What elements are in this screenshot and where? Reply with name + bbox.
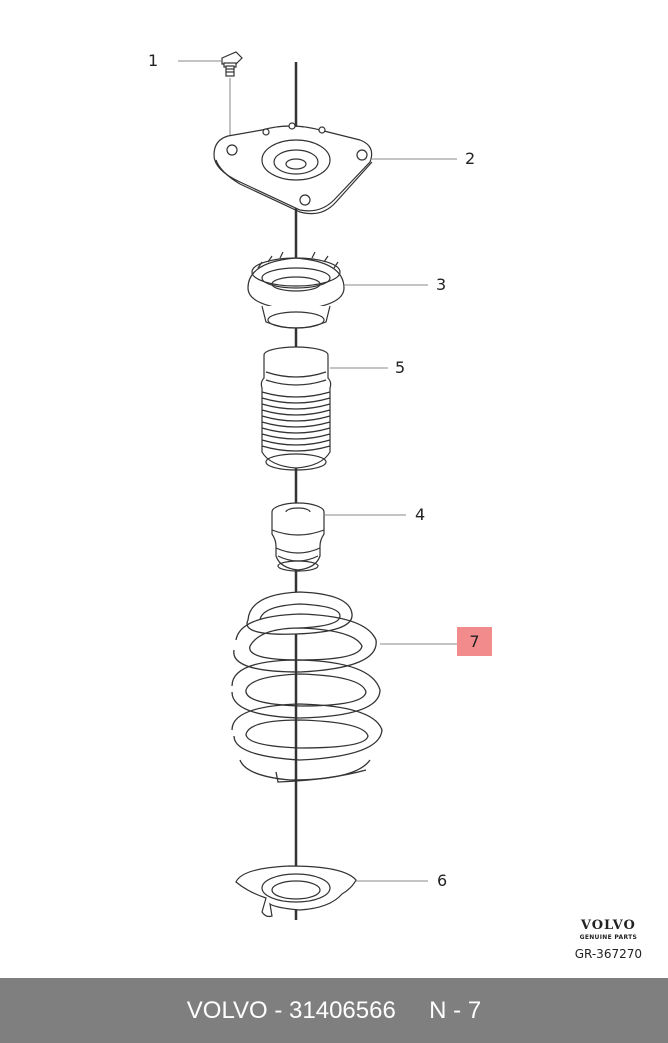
part-5-dust-boot xyxy=(260,346,332,471)
callout-7-label: 7 xyxy=(469,632,480,651)
part-6-spring-seat xyxy=(235,865,357,918)
part-4-bump-stop xyxy=(271,502,325,572)
part-1-bolt xyxy=(221,51,243,150)
callout-2: 2 xyxy=(465,149,476,168)
callout-1: 1 xyxy=(148,51,159,70)
part-2-top-mount xyxy=(213,122,373,215)
footer-spacer xyxy=(396,997,429,1025)
volvo-logo: VOLVO xyxy=(580,918,636,933)
callout-6: 6 xyxy=(437,871,448,890)
volvo-brand-block: VOLVO GENUINE PARTS GR-367270 xyxy=(575,918,642,961)
footer-position-text: N - 7 xyxy=(429,996,482,1024)
callout-4: 4 xyxy=(415,505,426,524)
footer-part-text: VOLVO - 31406566 xyxy=(186,996,396,1024)
callout-5: 5 xyxy=(395,358,406,377)
callout-3: 3 xyxy=(436,275,447,294)
diagram-code: GR-367270 xyxy=(574,947,642,961)
footer-bar: VOLVO - 31406566 N - 7 xyxy=(0,978,668,1043)
exploded-parts-diagram xyxy=(178,51,457,920)
part-7-coil-spring xyxy=(231,591,383,783)
callout-7-highlighted[interactable]: 7 xyxy=(457,627,492,656)
part-3-bearing xyxy=(247,251,345,329)
genuine-parts-tagline: GENUINE PARTS xyxy=(579,934,638,941)
